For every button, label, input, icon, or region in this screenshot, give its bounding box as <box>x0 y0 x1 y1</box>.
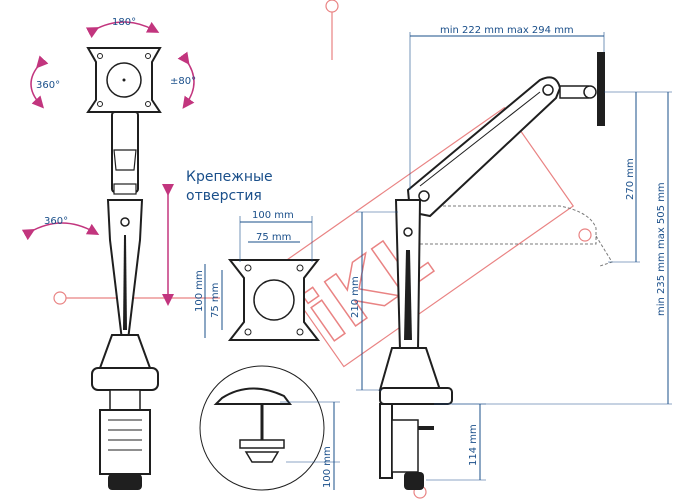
pole-pivot-side <box>403 227 413 237</box>
clamp-ribs-front <box>108 419 142 451</box>
watermark-frame <box>274 106 575 368</box>
clamp-detail-top <box>213 387 292 405</box>
arm-upper-spring <box>419 91 541 187</box>
pole-base-front <box>98 334 152 369</box>
arm-upper-side <box>406 76 562 218</box>
pole-base-side <box>378 347 442 391</box>
watermark-dot-right <box>578 228 592 242</box>
vesa-hole <box>97 101 103 107</box>
width-inner-label: 75 mm <box>256 232 291 243</box>
tilt-right-label: ±80° <box>170 76 196 87</box>
height-inner-label: 75 mm <box>210 283 221 318</box>
clamp-knob-front <box>108 474 142 490</box>
vesa-detail-hole <box>244 328 252 336</box>
clamp-height-label: 114 mm <box>468 424 479 466</box>
arm-neck-joint <box>113 149 137 171</box>
front-view: 180° 360° ±80° 360° <box>21 17 196 490</box>
clamp-detail-label: 100 mm <box>322 446 333 488</box>
vesa-hole <box>145 53 151 59</box>
arm-pivot-side <box>418 190 430 202</box>
clamp-detail: 100 mm <box>199 365 340 491</box>
pole-cable-side <box>404 250 412 340</box>
tilt-right-arrow <box>177 51 195 109</box>
arm-elbow-side <box>542 84 554 96</box>
vesa-detail-hole <box>296 328 304 336</box>
clamp-body-side <box>391 419 419 473</box>
mounting-holes-title-2: отверстия <box>186 188 262 204</box>
vesa-detail-hole <box>296 264 304 272</box>
arm-head-joint <box>583 85 597 99</box>
arm-neck-front <box>111 111 139 193</box>
rotate-left-arrow <box>30 55 49 109</box>
arm-lowered-ghost <box>417 205 597 245</box>
arm-neck-base <box>113 183 137 195</box>
vesa-detail-hole <box>244 264 252 272</box>
swivel-label: 360° <box>44 216 68 227</box>
mounting-holes-title-1: Крепежные <box>186 169 273 185</box>
watermark-dot-top <box>325 0 339 13</box>
clamp-spine-side <box>379 403 393 479</box>
height-outer-label: 100 mm <box>194 270 205 312</box>
vesa-hole <box>145 101 151 107</box>
clamp-jaw-side <box>418 426 434 430</box>
desk-base-side <box>379 387 453 405</box>
width-outer-label: 100 mm <box>252 210 294 221</box>
clamp-body-front <box>99 409 151 475</box>
tilt-top-label: 180° <box>112 17 136 28</box>
watermark-dot-left <box>53 291 67 305</box>
monitor-plate-side <box>597 52 605 126</box>
vesa-plate-center-dot <box>122 78 126 82</box>
vesa-hole <box>97 53 103 59</box>
height-range-label: min 235 mm max 505 mm <box>656 182 667 316</box>
tilt-top-arrow <box>85 21 160 39</box>
swivel-arrow <box>21 222 100 241</box>
clamp-detail-plate <box>239 439 285 449</box>
reach-label: min 222 mm max 294 mm <box>440 25 574 36</box>
monitor-lowered-ghost <box>595 235 613 267</box>
arm-pivot-front <box>120 217 130 227</box>
desk-base-front <box>91 367 159 391</box>
mounting-holes-section: Крепежные отверстия 100 mm 75 mm 100 mm … <box>186 169 321 341</box>
travel-label: 270 mm <box>625 158 636 200</box>
rotate-left-label: 360° <box>36 80 60 91</box>
clamp-knob-side <box>404 472 424 490</box>
arm-cable-channel <box>123 235 127 330</box>
pole-height-label: 210 mm <box>350 276 361 318</box>
clamp-detail-knob <box>244 451 280 463</box>
vesa-detail-center <box>253 279 295 321</box>
side-view: min 222 mm max 294 mm 270 mm min 235 mm … <box>350 25 672 490</box>
